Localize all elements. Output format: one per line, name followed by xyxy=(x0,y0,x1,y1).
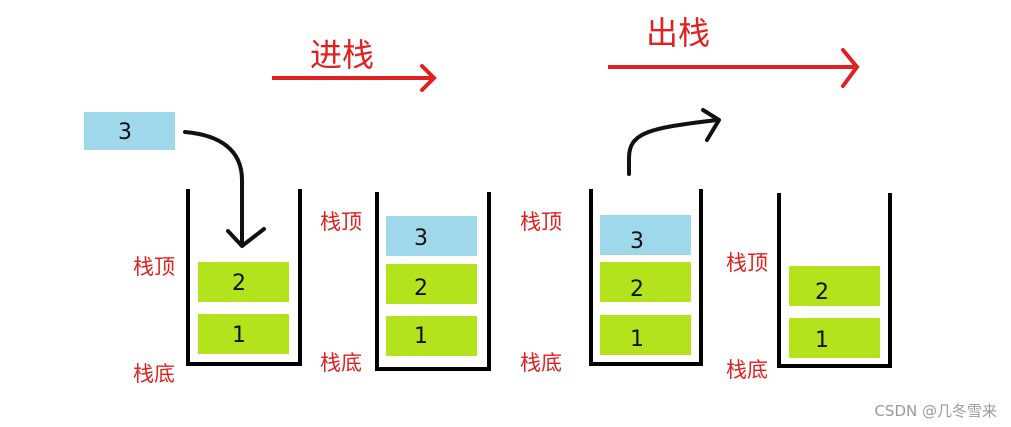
stack-element xyxy=(386,316,477,356)
stack-container xyxy=(375,192,491,371)
stack-4: 2 1 栈顶 栈底 xyxy=(726,251,880,382)
stack-bottom-label: 栈底 xyxy=(520,351,562,375)
stack-element xyxy=(386,216,477,256)
stack-bottom-label: 栈底 xyxy=(320,351,362,375)
stack-element-value: 3 xyxy=(630,229,644,254)
stack-top-label: 栈顶 xyxy=(320,210,362,234)
push-label: 进栈 xyxy=(310,36,374,74)
stack-element xyxy=(198,314,289,354)
watermark: CSDN @几冬雪来 xyxy=(874,402,997,420)
push-curve-arrow xyxy=(183,130,266,248)
stack-element-value: 2 xyxy=(232,271,246,296)
stack-element-value: 1 xyxy=(630,327,644,352)
stack-container xyxy=(777,193,892,368)
incoming-element xyxy=(84,112,175,150)
stack-element-value: 1 xyxy=(815,328,829,353)
stack-element-value: 1 xyxy=(232,323,246,348)
stack-container xyxy=(186,189,302,366)
stack-element xyxy=(789,318,880,358)
stack-element-value: 1 xyxy=(414,324,428,349)
stack-element-value: 2 xyxy=(630,277,644,302)
pop-arrow xyxy=(608,48,860,88)
stack-element-value: 3 xyxy=(414,226,428,251)
stack-container xyxy=(589,189,703,366)
stack-top-label: 栈顶 xyxy=(520,210,562,234)
stack-element xyxy=(600,262,691,302)
stack-3: 3 2 1 栈顶 栈底 xyxy=(520,210,691,375)
stack-element-value: 2 xyxy=(414,276,428,301)
incoming-element-value: 3 xyxy=(118,120,132,145)
pop-label: 出栈 xyxy=(646,14,710,52)
stack-element xyxy=(789,266,880,306)
stack-2: 3 2 1 栈顶 栈底 xyxy=(320,210,477,375)
stack-1: 2 1 栈顶 栈底 xyxy=(133,255,289,386)
stack-element xyxy=(600,315,691,355)
stack-top-label: 栈顶 xyxy=(726,251,768,275)
stack-element xyxy=(198,262,289,302)
stack-bottom-label: 栈底 xyxy=(726,358,768,382)
stack-element xyxy=(600,215,691,255)
stack-top-label: 栈顶 xyxy=(133,255,175,279)
pop-curve-arrow xyxy=(627,108,721,176)
push-arrow xyxy=(272,64,437,92)
stack-bottom-label: 栈底 xyxy=(133,362,175,386)
stack-element-value: 2 xyxy=(815,280,829,305)
stack-element xyxy=(386,264,477,304)
